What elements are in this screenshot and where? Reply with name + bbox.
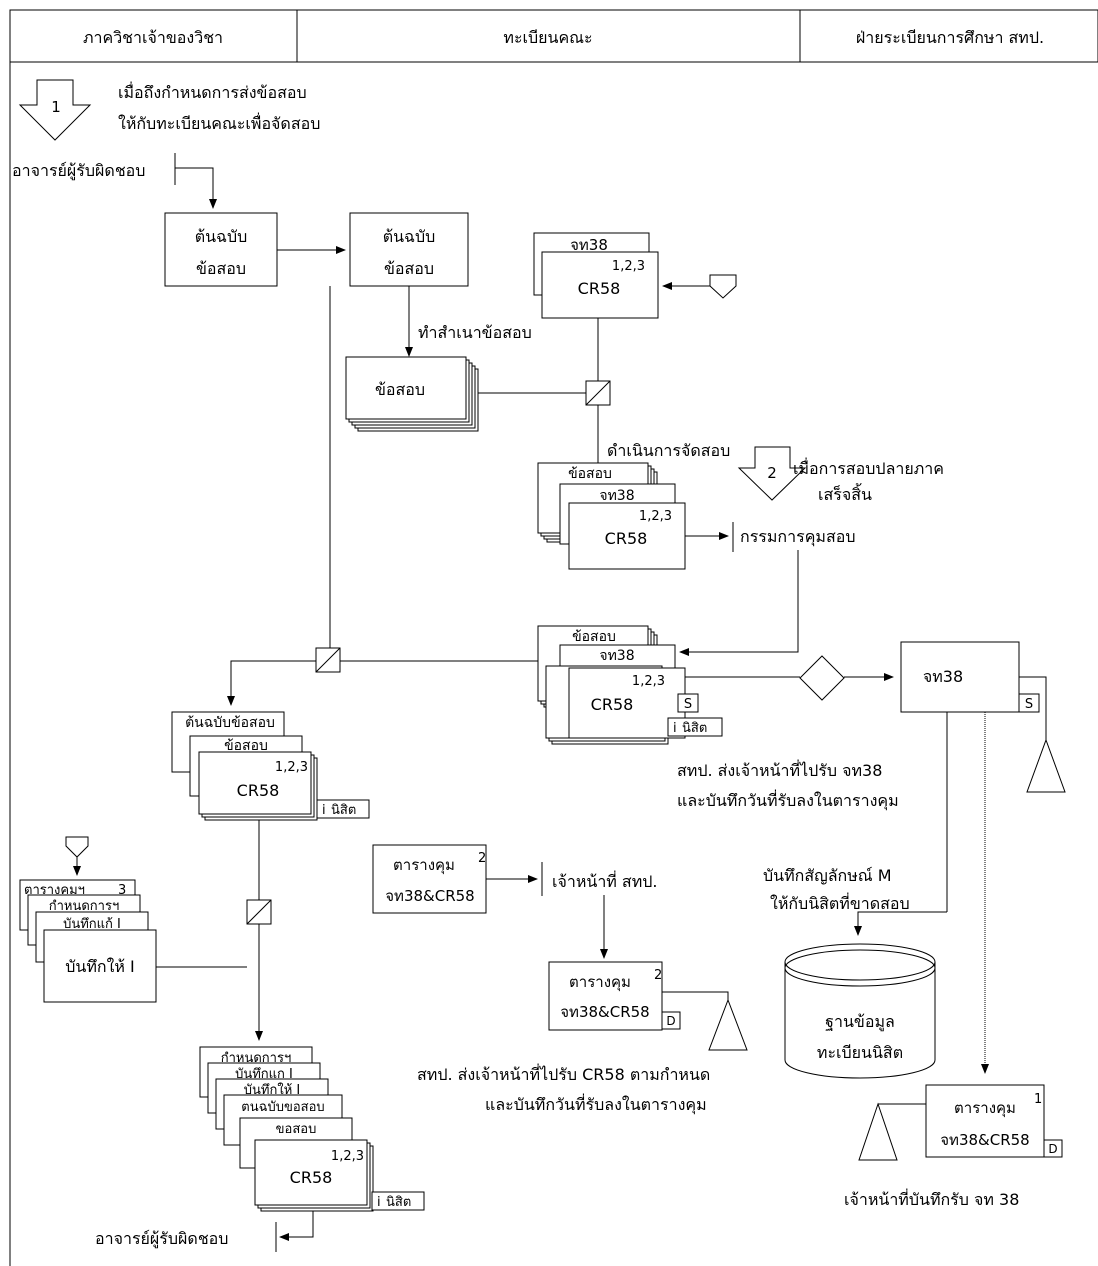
svg-text:1,2,3: 1,2,3 xyxy=(612,259,645,274)
svg-text:บันทึกแก้ I: บันทึกแก้ I xyxy=(63,917,121,932)
lane-department: ภาควิชาเจ้าของวิชา xyxy=(83,28,223,47)
svg-text:2: 2 xyxy=(654,968,662,983)
svg-text:ต้นฉบับ: ต้นฉบับ xyxy=(383,227,436,246)
run-exam-note: ดำเนินการจัดสอบ xyxy=(607,441,730,460)
svg-text:บันทึกให้ I: บันทึกให้ I xyxy=(65,957,135,976)
svg-text:บันทึกแก I: บันทึกแก I xyxy=(235,1067,293,1082)
svg-text:S: S xyxy=(684,697,692,712)
step1-block-arrow: 1 xyxy=(18,79,92,141)
step1-note-line1: เมื่อถึงกำหนดการส่งข้อสอบ xyxy=(118,81,307,102)
send-cr58-note-1: สทป. ส่งเจ้าหน้าที่ไปรับ CR58 ตามกำหนด xyxy=(417,1063,710,1084)
svg-text:1: 1 xyxy=(51,98,61,116)
svg-text:1: 1 xyxy=(1034,1092,1042,1107)
original-exam-cr58-stack-left: ต้นฉบับข้อสอบ ข้อสอบ 1,2,3 CR58 i นิสิต xyxy=(171,711,370,821)
control-table-registration: ตารางคุม 1 จท38&CR58 D xyxy=(925,1084,1063,1158)
svg-text:i: i xyxy=(377,1195,381,1210)
svg-text:1,2,3: 1,2,3 xyxy=(275,760,308,775)
lane-registration-office: ฝ่ายระเบียนการศึกษา สทป. xyxy=(856,28,1044,47)
svg-text:ตารางคุม: ตารางคุม xyxy=(569,973,631,992)
svg-text:2: 2 xyxy=(767,464,777,482)
exam-jt38-cr58-stack-mid: ข้อสอบ จท38 1,2,3 CR58 xyxy=(537,462,686,570)
responsible-teacher-bottom: อาจารย์ผู้รับผิดชอบ xyxy=(95,1229,228,1249)
svg-text:3: 3 xyxy=(118,883,126,898)
svg-text:CR58: CR58 xyxy=(290,1168,333,1187)
send-jt38-note-2: และบันทึกวันที่รับลงในตารางคุม xyxy=(677,789,899,811)
svg-text:ต้นฉบับ: ต้นฉบับ xyxy=(195,227,248,246)
svg-text:2: 2 xyxy=(478,851,486,866)
svg-text:จท38: จท38 xyxy=(570,236,608,254)
svg-text:นิสิต: นิสิต xyxy=(386,1195,411,1210)
svg-text:ตารางคุมฯ: ตารางคุมฯ xyxy=(24,883,85,898)
svg-text:ข้อสอบ: ข้อสอบ xyxy=(384,259,434,278)
svg-text:กำหนดการฯ: กำหนดการฯ xyxy=(49,899,120,914)
svg-text:D: D xyxy=(666,1014,675,1028)
step1-note-line2: ให้กับทะเบียนคณะเพื่อจัดสอบ xyxy=(118,112,320,133)
svg-text:ตนฉบับขอสอบ: ตนฉบับขอสอบ xyxy=(241,1100,324,1115)
svg-text:จท38: จท38 xyxy=(599,648,634,664)
send-jt38-note-1: สทป. ส่งเจ้าหน้าที่ไปรับ จท38 xyxy=(677,759,882,780)
svg-text:1,2,3: 1,2,3 xyxy=(331,1149,364,1164)
svg-text:ข้อสอบ: ข้อสอบ xyxy=(196,259,246,278)
svg-text:ฐานข้อมูล: ฐานข้อมูล xyxy=(825,1012,895,1032)
svg-text:ข้อสอบ: ข้อสอบ xyxy=(375,380,425,399)
swimlane-header xyxy=(9,9,1098,63)
svg-text:CR58: CR58 xyxy=(578,279,621,298)
svg-text:CR58: CR58 xyxy=(591,695,634,714)
svg-text:ขอสอบ: ขอสอบ xyxy=(276,1122,317,1137)
svg-text:ต้นฉบับข้อสอบ: ต้นฉบับข้อสอบ xyxy=(185,715,275,731)
exam-copies-stack: ข้อสอบ xyxy=(345,356,479,432)
send-cr58-note-2: และบันทึกวันที่รับลงในตารางคุม xyxy=(485,1093,707,1115)
staff-sorp-label: เจ้าหน้าที่ สทป. xyxy=(552,870,657,891)
svg-text:จท38&CR58: จท38&CR58 xyxy=(940,1131,1029,1149)
svg-text:CR58: CR58 xyxy=(237,781,280,800)
lane-faculty-registrar: ทะเบียนคณะ xyxy=(503,28,592,47)
svg-text:1,2,3: 1,2,3 xyxy=(639,509,672,524)
control-table-mid: ตารางคุม 2 จท38&CR58 D xyxy=(548,961,681,1031)
svg-text:ข้อสอบ: ข้อสอบ xyxy=(568,466,612,482)
mark-m-note-2: ให้กับนิสิตที่ขาดสอบ xyxy=(770,892,910,913)
svg-text:ทะเบียนนิสิต: ทะเบียนนิสิต xyxy=(817,1043,903,1062)
step2-note-line2: เสร็จสิ้น xyxy=(818,483,872,504)
step2-block-arrow: 2 xyxy=(737,446,807,501)
svg-text:1,2,3: 1,2,3 xyxy=(632,674,665,689)
svg-text:จท38: จท38 xyxy=(923,667,963,686)
returned-exam-stack: ข้อสอบ จท38 1,2,3 CR58 S i นิสิต xyxy=(537,625,723,745)
svg-text:จท38: จท38 xyxy=(599,488,634,504)
mark-m-note-1: บันทึกสัญลักษณ์ M xyxy=(763,866,892,885)
responsible-teacher-top: อาจารย์ผู้รับผิดชอบ xyxy=(12,161,145,181)
svg-text:กำหนดการฯ: กำหนดการฯ xyxy=(221,1051,292,1066)
copy-exam-note: ทำสำเนาข้อสอบ xyxy=(418,323,532,342)
original-exam-doc-faculty: ต้นฉบับ ข้อสอบ xyxy=(349,212,469,287)
svg-text:ตารางคุม: ตารางคุม xyxy=(954,1099,1016,1118)
svg-text:i: i xyxy=(322,803,326,818)
svg-text:จท38&CR58: จท38&CR58 xyxy=(560,1003,649,1021)
svg-text:นิสิต: นิสิต xyxy=(682,721,707,736)
staff-jt38-note: เจ้าหน้าที่บันทึกรับ จท 38 xyxy=(844,1188,1019,1209)
svg-text:CR58: CR58 xyxy=(605,529,648,548)
svg-text:ข้อสอบ: ข้อสอบ xyxy=(572,629,616,645)
svg-text:ตารางคุม: ตารางคุม xyxy=(393,856,455,875)
record-incomplete-stack: ตารางคุมฯ 3 กำหนดการฯ บันทึกแก้ I บันทึก… xyxy=(19,879,157,1003)
jt38-box-registration: จท38 S xyxy=(900,641,1040,713)
svg-text:ข้อสอบ: ข้อสอบ xyxy=(224,738,268,754)
svg-text:i: i xyxy=(673,721,677,736)
svg-text:นิสิต: นิสิต xyxy=(331,803,356,818)
svg-text:จท38&CR58: จท38&CR58 xyxy=(385,887,474,905)
original-exam-doc-dept: ต้นฉบับ ข้อสอบ xyxy=(164,212,278,287)
control-table-faculty: ตารางคุม 2 จท38&CR58 xyxy=(372,844,487,914)
svg-text:D: D xyxy=(1048,1142,1057,1156)
svg-text:บันทึกให้ I: บันทึกให้ I xyxy=(244,1082,300,1098)
student-database: ฐานข้อมูล ทะเบียนนิสิต xyxy=(784,943,936,1079)
step2-note-line1: เมื่อการสอบปลายภาค xyxy=(793,457,944,478)
svg-text:S: S xyxy=(1025,697,1033,712)
jt38-cr58-stack-top: จท38 1,2,3 CR58 xyxy=(533,232,659,319)
final-doc-stack: กำหนดการฯ บันทึกแก I บันทึกให้ I ตนฉบับข… xyxy=(199,1046,425,1212)
proctor-label: กรรมการคุมสอบ xyxy=(740,527,855,547)
